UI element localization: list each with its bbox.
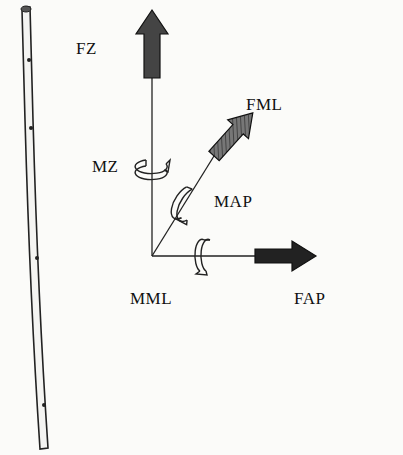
axis-label: FAP — [294, 290, 325, 307]
axis-label: MZ — [92, 158, 119, 175]
moment-ring — [135, 160, 170, 180]
moment-ring — [166, 184, 204, 226]
rod-implant — [21, 6, 48, 449]
axis-label: FZ — [76, 40, 97, 57]
force-arrow — [255, 241, 316, 271]
axis-label: MML — [130, 290, 172, 307]
moment-ring — [195, 239, 210, 275]
axis-label: MAP — [214, 193, 252, 210]
force-arrow — [136, 10, 168, 78]
axis-label: FML — [246, 96, 282, 113]
